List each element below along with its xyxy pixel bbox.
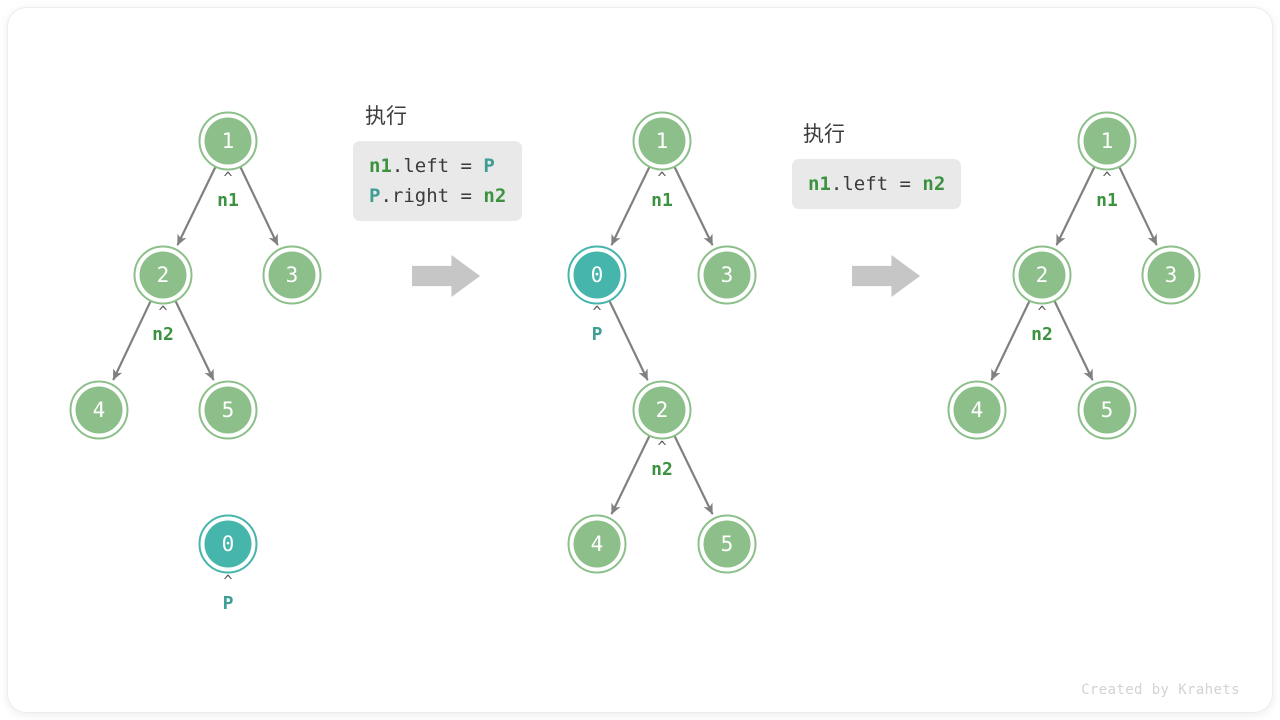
code-token: P bbox=[483, 155, 495, 177]
code-line: n1.left = n2 bbox=[808, 169, 945, 199]
code-token: .left = bbox=[391, 155, 484, 177]
step-caption-step-2: 执行 bbox=[365, 105, 407, 128]
code-token: .left = bbox=[830, 173, 923, 195]
code-token: n1 bbox=[808, 173, 831, 195]
code-token: n1 bbox=[369, 155, 392, 177]
code-token: n2 bbox=[922, 173, 946, 195]
code-line: n1.left = P bbox=[369, 151, 506, 181]
diagram-card bbox=[8, 8, 1272, 712]
step-caption-step-3: 执行 bbox=[803, 123, 845, 146]
code-line: P.right = n2 bbox=[369, 181, 506, 211]
code-token: P bbox=[369, 185, 381, 207]
credit-label: Created by Krahets bbox=[1081, 682, 1240, 698]
code-token: .right = bbox=[380, 185, 484, 207]
code-block-step-3: n1.left = n2 bbox=[792, 159, 962, 209]
code-token: n2 bbox=[483, 185, 507, 207]
